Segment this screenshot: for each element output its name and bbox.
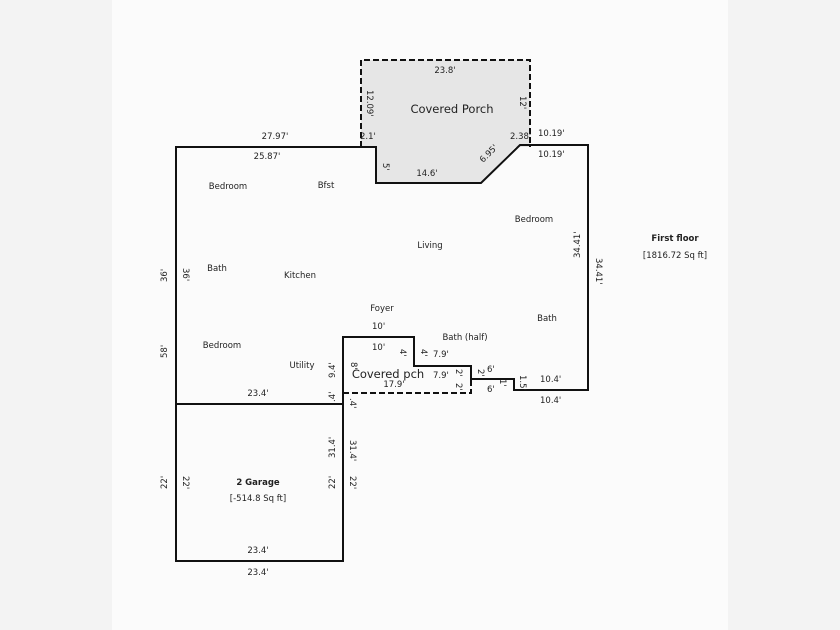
dim-left-36: 36' [160,269,170,282]
room-foyer: Foyer [370,304,394,314]
dim-2-38: 2.38' [510,132,531,142]
dim-2-a: 2' [453,369,463,377]
room-covered-pch: Covered pch [352,367,424,381]
room-bedroom-3: Bedroom [203,341,241,351]
dim-top-outer: 27.97' [262,132,289,142]
dim-2-c: 2' [475,369,485,377]
dim-17-9: 17.9' [383,380,404,390]
room-bedroom-2: Bedroom [515,215,553,225]
dim-1-5: 1.5' [517,375,527,391]
dim-garage-bottom-outer: 23.4' [247,568,268,578]
dim-7-9-inner: 7.9' [433,371,449,381]
house-outline [175,144,589,562]
dim-top-inner: 25.87' [254,152,281,162]
dim-1: 1' [497,379,507,387]
covered-pch-outline [343,379,472,394]
dim-7-9-outer: 7.9' [433,350,449,360]
room-kitchen: Kitchen [284,271,316,281]
dim-10-4-inner: 10.4' [540,375,561,385]
garage-name: 2 Garage [236,478,280,488]
dim-porch-right: 12' [517,96,527,109]
room-bath-1: Bath [207,264,227,274]
dim-garage-bottom-inner: 23.4' [247,546,268,556]
dim-6-inner: 6' [487,385,495,395]
dim-garage-left-inner: 22' [180,476,190,489]
dim-porch-top: 23.8' [434,66,455,76]
dim-right-inner: 34.41' [573,231,583,258]
dim-right-top-inner: 10.19' [538,150,565,160]
dim-left-58: 58' [160,345,170,358]
dim-9-4: 9.4' [328,362,338,378]
covered-porch-outline [360,59,531,147]
dim-4-b: 4' [418,349,428,357]
dim-14-6: 14.6' [416,169,437,179]
dim-2-b: 2' [453,383,463,391]
dim-31-4-inner: 31.4' [328,437,338,458]
garage-area: [-514.8 Sq ft] [230,494,286,504]
dim-garage-left-outer: 22' [160,476,170,489]
dim-10-4-outer: 10.4' [540,396,561,406]
floor-area: [1816.72 Sq ft] [643,251,707,261]
dim-31-4-outer: 31.4' [347,440,357,461]
room-bath-half: Bath (half) [442,333,487,343]
dim-4-a: 4' [397,349,407,357]
dim-04-b: .4' [347,398,357,408]
dim-left-36-inner: 36' [180,268,190,281]
dim-5: 5' [380,163,390,171]
dim-23-4-mid: 23.4' [247,389,268,399]
dim-right-top-outer: 10.19' [538,129,565,139]
dim-garage-right-inner: 22' [328,476,338,489]
covered-porch-area [361,60,530,183]
room-bfst: Bfst [318,181,335,191]
dim-foyer-inner: 10' [372,343,385,353]
dim-right-outer: 34.41' [593,258,603,285]
dim-porch-left: 12.09' [364,90,374,117]
room-bedroom-1: Bedroom [209,182,247,192]
room-bath-2: Bath [537,314,557,324]
dim-garage-right-outer: 22' [347,476,357,489]
room-utility: Utility [289,361,314,371]
room-living: Living [417,241,442,251]
floor-name: First floor [651,234,699,244]
dim-6-outer: 6' [487,365,495,375]
dim-foyer-outer: 10' [372,322,385,332]
dim-04-a: .4' [328,392,338,402]
room-covered-porch: Covered Porch [410,102,493,116]
dim-8: 8' [348,362,358,370]
dim-2-1: 2.1' [360,132,376,142]
